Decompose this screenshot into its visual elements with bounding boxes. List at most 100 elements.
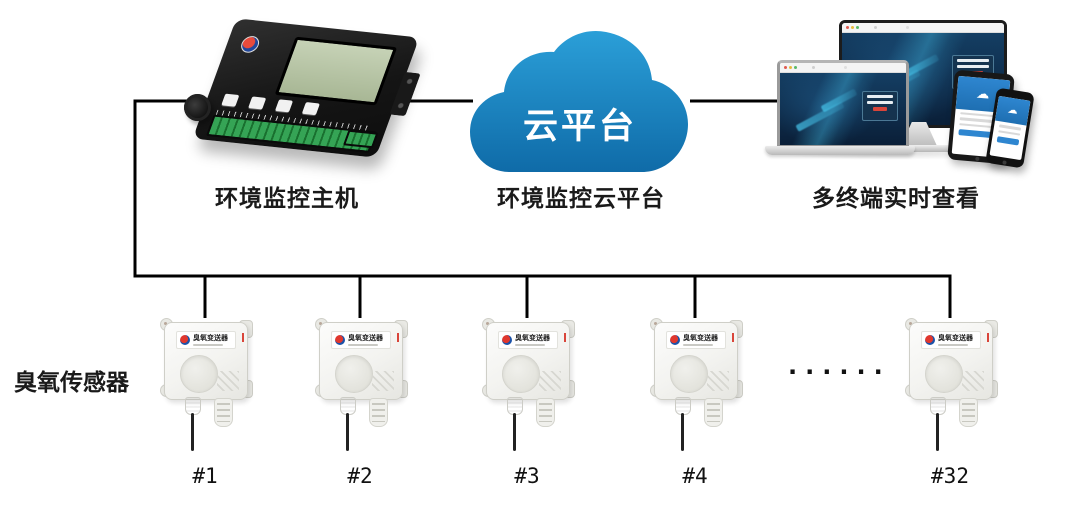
login-field xyxy=(867,95,893,98)
sensor-window xyxy=(502,355,540,393)
host-button xyxy=(301,102,320,116)
host-lcd-screen xyxy=(274,36,398,106)
monitor-base xyxy=(885,145,955,152)
red-sticker xyxy=(242,333,244,342)
host-button xyxy=(221,93,240,107)
login-panel xyxy=(862,91,898,121)
probe xyxy=(369,398,388,427)
browser-dots-icon xyxy=(846,26,849,29)
red-sticker xyxy=(397,333,399,342)
terminals-label: 多终端实时查看 xyxy=(812,186,980,212)
sensor-label-plate: 臭氧变送器 xyxy=(331,331,391,349)
app-field xyxy=(998,129,1021,136)
sensor-plate-subtitle xyxy=(348,343,378,346)
laptop-screen xyxy=(780,73,906,145)
sensor-id-2: #2 xyxy=(347,464,373,488)
sensor-body: 臭氧变送器 xyxy=(319,322,403,400)
login-field xyxy=(957,59,989,62)
vent-grooves xyxy=(372,371,394,391)
sensor-window xyxy=(335,355,373,393)
sensor-id-4: #4 xyxy=(682,464,708,488)
sensor-window xyxy=(670,355,708,393)
cloud-shape xyxy=(470,30,688,172)
sensor-cable xyxy=(346,413,349,451)
sensor-plate-subtitle xyxy=(515,343,545,346)
browser-bar xyxy=(842,23,1004,33)
sensor-plate-text: 臭氧变送器 xyxy=(348,333,383,342)
host-button xyxy=(248,96,267,110)
app-button xyxy=(996,136,1020,146)
sensor-node-2: 臭氧变送器 xyxy=(315,318,408,458)
sensor-group-label: 臭氧传感器 xyxy=(14,370,129,396)
sensor-window xyxy=(925,355,963,393)
sensor-plate-subtitle xyxy=(193,343,223,346)
home-button xyxy=(975,156,980,162)
vent-grooves xyxy=(539,371,561,391)
brand-logo-icon xyxy=(670,335,680,345)
sensor-node-4: 臭氧变送器 xyxy=(650,318,743,458)
sensor-cable xyxy=(936,413,939,451)
cloud-label: 环境监控云平台 xyxy=(497,186,665,212)
antenna-connector xyxy=(184,94,211,121)
sensor-plate-text: 臭氧变送器 xyxy=(938,333,973,342)
cloud-app-icon: ☁ xyxy=(1006,104,1019,118)
probe xyxy=(959,398,978,427)
probe xyxy=(214,398,233,427)
probe xyxy=(536,398,555,427)
vent-grooves xyxy=(217,371,239,391)
sensor-label-plate: 臭氧变送器 xyxy=(498,331,558,349)
sensor-window xyxy=(180,355,218,393)
app-header: ☁ xyxy=(994,95,1031,126)
sensor-id-1: #1 xyxy=(192,464,218,488)
sensor-plate-text: 臭氧变送器 xyxy=(193,333,228,342)
brand-logo-icon xyxy=(925,335,935,345)
laptop-keyboard-deck xyxy=(765,146,915,155)
login-field xyxy=(957,65,989,68)
brand-logo-icon xyxy=(180,335,190,345)
cloud-app-icon: ☁ xyxy=(975,86,991,103)
brand-logo-icon xyxy=(502,335,512,345)
sensor-node-1: 臭氧变送器 xyxy=(160,318,253,458)
sensor-node-3: 臭氧变送器 xyxy=(482,318,575,458)
sensor-id-3: #3 xyxy=(514,464,540,488)
browser-dots-icon xyxy=(784,66,787,69)
sensor-plate-text: 臭氧变送器 xyxy=(683,333,718,342)
host-button xyxy=(274,99,294,113)
laptop-screen-frame xyxy=(777,60,909,148)
browser-bar xyxy=(780,63,906,73)
terminal-devices: ☁ ☁ xyxy=(765,14,1045,169)
sensor-body: 臭氧变送器 xyxy=(654,322,738,400)
probe xyxy=(704,398,723,427)
host-label: 环境监控主机 xyxy=(215,186,359,212)
app-field xyxy=(999,124,1022,131)
sensor-label-plate: 臭氧变送器 xyxy=(921,331,981,349)
vent-grooves xyxy=(707,371,729,391)
login-button xyxy=(873,107,887,111)
brand-logo-icon xyxy=(335,335,345,345)
sensor-cable xyxy=(191,413,194,451)
cloud-badge: 云平台 xyxy=(522,107,637,147)
vent-grooves xyxy=(962,371,984,391)
more-sensors-ellipsis: ······ xyxy=(788,358,891,386)
sensor-body: 臭氧变送器 xyxy=(909,322,993,400)
sensor-plate-subtitle xyxy=(683,343,713,346)
monitoring-host-device xyxy=(178,14,421,182)
red-sticker xyxy=(564,333,566,342)
brand-logo-icon xyxy=(238,35,262,54)
sensor-body: 臭氧变送器 xyxy=(486,322,570,400)
sensor-plate-subtitle xyxy=(938,343,968,346)
sensor-body: 臭氧变送器 xyxy=(164,322,248,400)
host-body xyxy=(192,18,420,158)
sensor-label-plate: 臭氧变送器 xyxy=(666,331,726,349)
sensor-id-32: #32 xyxy=(931,464,969,488)
sensor-cable xyxy=(513,413,516,451)
host-terminal-block-small xyxy=(343,129,379,149)
home-button xyxy=(1002,160,1007,165)
sensor-label-plate: 臭氧变送器 xyxy=(176,331,236,349)
sensor-cable xyxy=(681,413,684,451)
login-field xyxy=(867,101,893,104)
sensor-plate-text: 臭氧变送器 xyxy=(515,333,550,342)
red-sticker xyxy=(987,333,989,342)
sensor-node-32: 臭氧变送器 xyxy=(905,318,998,458)
